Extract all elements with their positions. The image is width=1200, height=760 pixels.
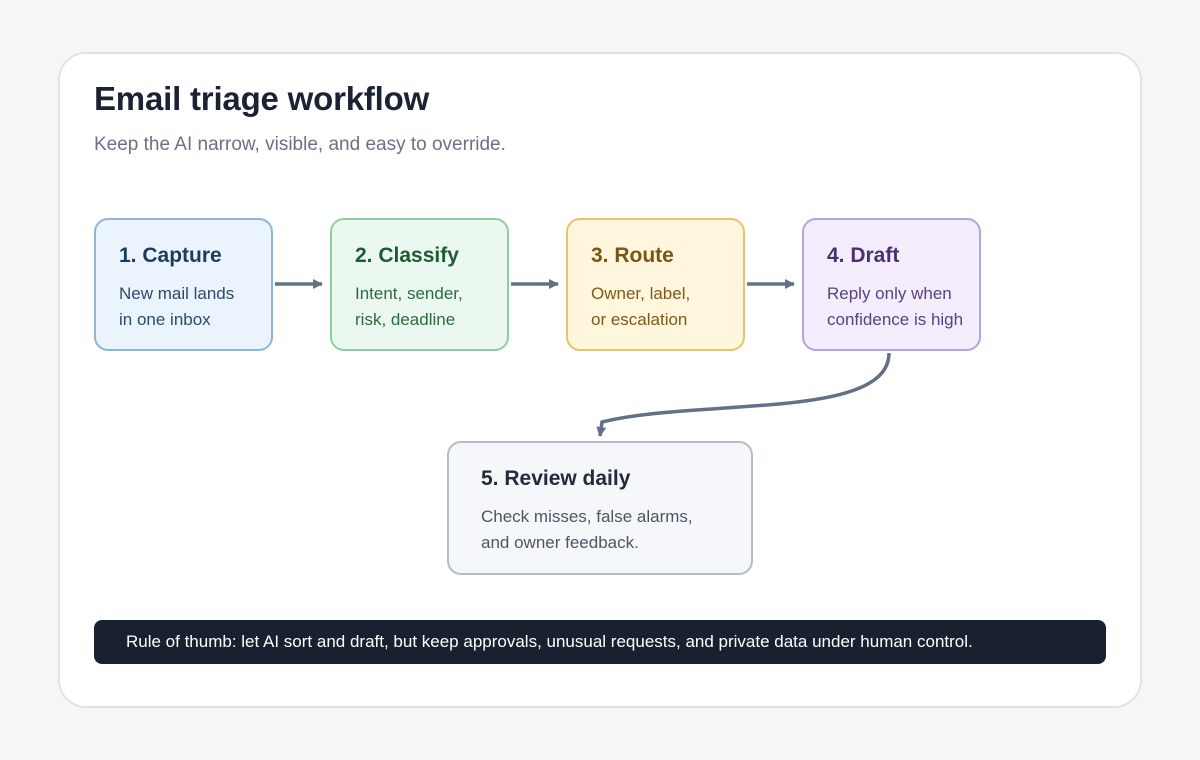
step-title: 4. Draft	[827, 244, 900, 267]
diagram-title: Email triage workflow	[94, 80, 430, 117]
step-route: 3. Route Owner, label, or escalation	[566, 218, 745, 351]
step-desc-line: Owner, label,	[591, 284, 691, 303]
step-desc-line: Intent, sender,	[355, 284, 463, 303]
step-desc-line: Check misses, false alarms,	[481, 507, 693, 526]
arrow-draft-review	[596, 352, 891, 437]
step-draft: 4. Draft Reply only when confidence is h…	[802, 218, 981, 351]
step-review-daily: 5. Review daily Check misses, false alar…	[447, 441, 753, 575]
diagram-card	[58, 52, 1142, 708]
step-desc-line: and owner feedback.	[481, 533, 639, 552]
rule-of-thumb-banner: Rule of thumb: let AI sort and draft, bu…	[94, 620, 1106, 664]
step-title: 3. Route	[591, 244, 674, 267]
diagram-subtitle: Keep the AI narrow, visible, and easy to…	[94, 134, 506, 155]
step-desc-line: or escalation	[591, 310, 688, 329]
step-desc-line: New mail lands	[119, 284, 235, 303]
step-title: 1. Capture	[119, 244, 222, 267]
step-desc-line: risk, deadline	[355, 310, 456, 329]
step-capture: 1. Capture New mail lands in one inbox	[94, 218, 273, 351]
step-classify: 2. Classify Intent, sender, risk, deadli…	[330, 218, 509, 351]
step-title: 5. Review daily	[481, 467, 631, 490]
step-desc-line: Reply only when	[827, 284, 952, 303]
step-desc-line: in one inbox	[119, 310, 211, 329]
step-title: 2. Classify	[355, 244, 459, 267]
step-desc-line: confidence is high	[827, 310, 964, 329]
